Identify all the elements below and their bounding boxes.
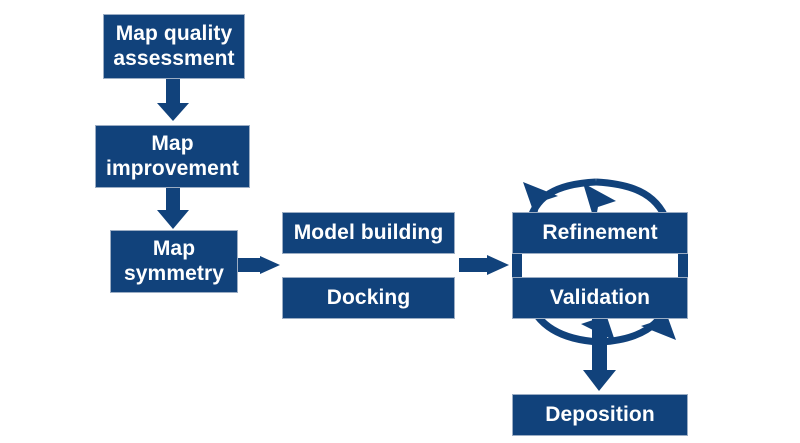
node-map-symmetry[interactable]: Map symmetry xyxy=(110,230,238,293)
node-label-refinement: Refinement xyxy=(542,220,658,244)
arrow-quality-to-improvement xyxy=(157,79,189,121)
node-docking[interactable]: Docking xyxy=(282,277,455,319)
arrow-cycle-to-deposition xyxy=(583,312,616,391)
node-validation[interactable]: Validation xyxy=(512,277,688,319)
node-label-docking: Docking xyxy=(326,285,411,309)
node-label-map-improvement: Map improvement xyxy=(106,131,239,180)
node-map-quality-assessment[interactable]: Map quality assessment xyxy=(103,14,245,79)
node-label-model-building: Model building xyxy=(293,220,444,244)
node-model-building[interactable]: Model building xyxy=(282,212,455,254)
node-label-map-quality-assessment: Map quality assessment xyxy=(113,21,235,70)
arrow-improvement-to-symmetry xyxy=(157,188,189,229)
node-label-deposition: Deposition xyxy=(545,402,655,426)
arrow-building-to-refinement xyxy=(459,255,509,275)
node-label-map-symmetry: Map symmetry xyxy=(123,236,225,285)
arrow-symmetry-to-building xyxy=(236,256,280,274)
node-refinement[interactable]: Refinement xyxy=(512,212,688,254)
node-label-validation: Validation xyxy=(549,285,651,309)
node-map-improvement[interactable]: Map improvement xyxy=(95,125,250,188)
node-deposition[interactable]: Deposition xyxy=(512,394,688,436)
